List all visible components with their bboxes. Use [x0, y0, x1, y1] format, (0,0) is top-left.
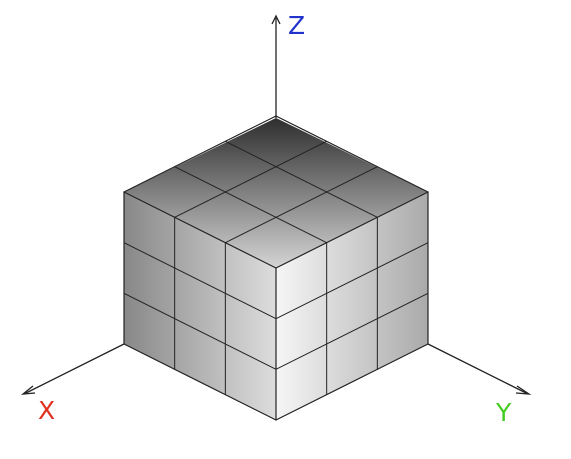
cube-edge	[123, 191, 277, 269]
top-grid-line	[174, 166, 328, 244]
cube-edges	[123, 115, 429, 421]
axes	[20, 14, 532, 395]
top-grid-line	[224, 140, 378, 218]
cube-top-face	[124, 118, 428, 268]
y-axis-arrowhead	[515, 385, 532, 395]
z-axis-arrowhead	[271, 14, 281, 25]
cube-grid-lines	[123, 140, 429, 396]
cube-edge	[123, 343, 277, 421]
x-axis-label: X	[38, 396, 55, 425]
left-grid-line	[123, 292, 277, 370]
cube-edge	[123, 115, 277, 193]
y-axis-label: Y	[495, 398, 512, 427]
x-axis-line	[23, 343, 125, 395]
left-grid-line	[123, 242, 277, 320]
cube-edge	[275, 115, 429, 193]
y-axis-line	[427, 343, 529, 395]
cube-edge	[275, 191, 429, 269]
top-grid-line	[174, 140, 328, 218]
right-grid-line	[275, 292, 429, 370]
top-grid-line	[224, 166, 378, 244]
right-grid-line	[275, 242, 429, 320]
z-axis-label: Z	[288, 11, 305, 40]
cube-edge	[275, 343, 429, 421]
x-axis-arrowhead	[20, 385, 36, 395]
